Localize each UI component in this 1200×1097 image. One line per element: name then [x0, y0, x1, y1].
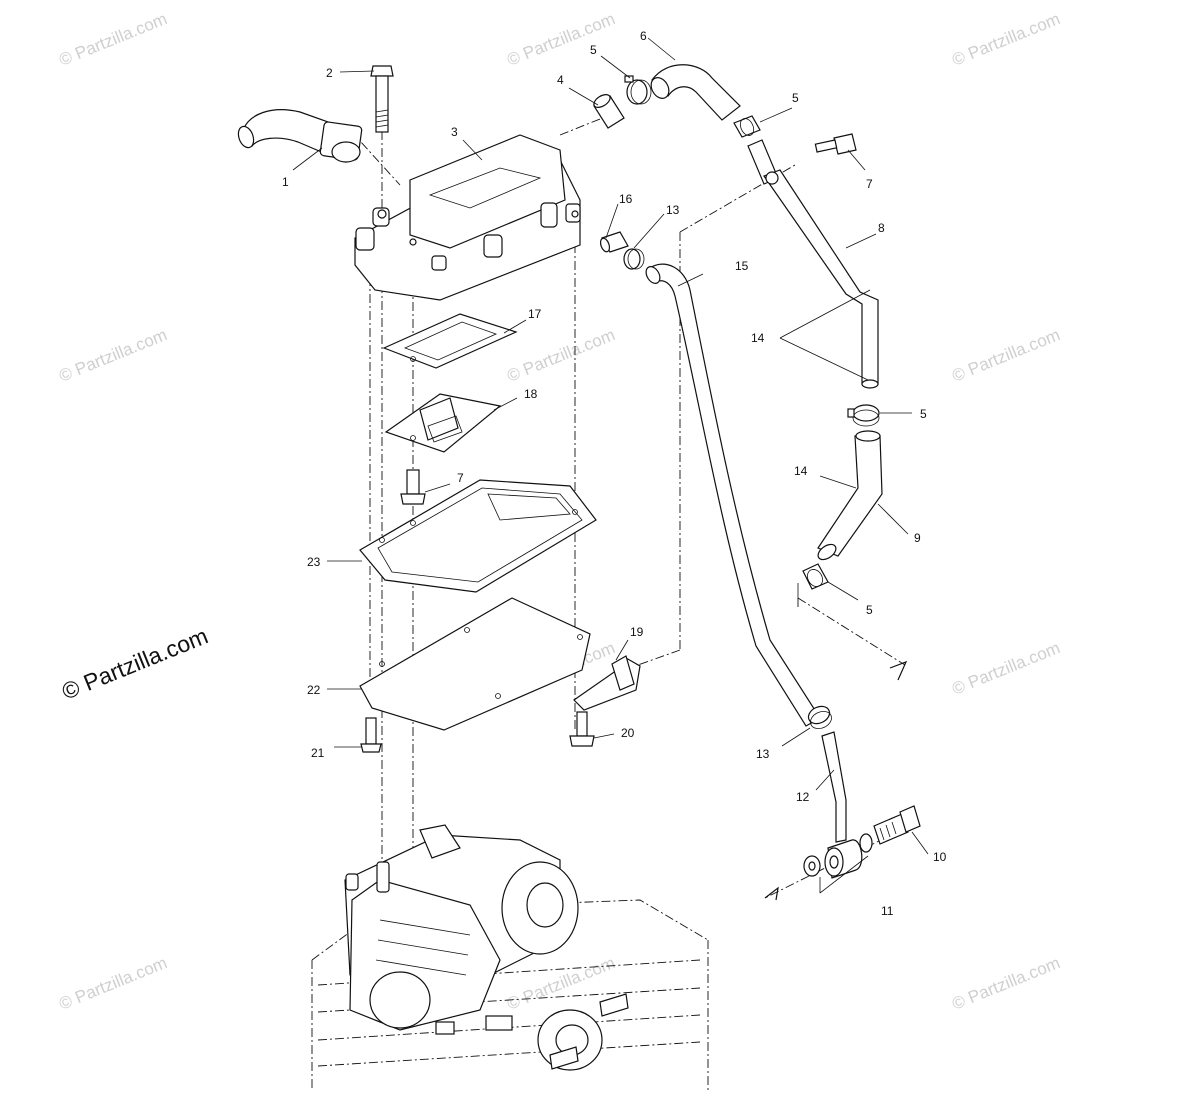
- callout-23: 23: [307, 555, 321, 569]
- callout-17: 17: [528, 307, 542, 321]
- part-13-clamp-a: [623, 248, 645, 270]
- part-5-clamp-c: [847, 404, 880, 427]
- part-2-bolt: [370, 65, 394, 133]
- callout-12: 12: [796, 790, 810, 804]
- callout-19: 19: [630, 625, 644, 639]
- part-17-gasket: [382, 313, 518, 369]
- part-11-washers-and-banjo: [803, 833, 873, 879]
- callout-5-c: 5: [920, 407, 927, 421]
- callout-21: 21: [311, 746, 325, 760]
- callout-13-a: 13: [666, 203, 680, 217]
- part-8-vent-tube: [747, 139, 879, 389]
- part-6-elbow-hose: [650, 64, 741, 121]
- callout-10: 10: [933, 850, 947, 864]
- part-23-gasket: [359, 479, 597, 593]
- watermark: © Partzilla.com: [504, 325, 617, 386]
- cylinder-head-assembly: [311, 824, 709, 1090]
- callout-6: 6: [640, 29, 647, 43]
- part-13-clamp-b: [807, 705, 832, 730]
- watermark: © Partzilla.com: [504, 9, 617, 70]
- part-3-head-cover: [354, 134, 581, 301]
- watermark: © Partzilla.com: [56, 953, 169, 1014]
- callout-9: 9: [914, 531, 921, 545]
- callout-14-b: 14: [794, 464, 808, 478]
- part-5-clamp-a: [624, 75, 652, 105]
- part-7-bolt-b: [400, 469, 426, 505]
- callout-8: 8: [878, 221, 885, 235]
- part-19-bracket: [573, 655, 641, 711]
- part-7-bolt-a: [814, 133, 857, 155]
- watermark-primary: © Partzilla.com: [58, 622, 211, 704]
- part-21-bolt: [360, 717, 382, 753]
- callout-4: 4: [557, 73, 564, 87]
- part-5-clamp-b: [733, 115, 761, 138]
- part-15-long-hose: [645, 263, 821, 727]
- watermark: © Partzilla.com: [949, 953, 1062, 1014]
- callout-7-b: 7: [457, 471, 464, 485]
- callout-22: 22: [307, 683, 321, 697]
- callout-18: 18: [524, 387, 538, 401]
- watermark: © Partzilla.com: [56, 9, 169, 70]
- callout-14-a: 14: [751, 331, 765, 345]
- callout-11: 11: [881, 904, 894, 918]
- watermark: © Partzilla.com: [949, 325, 1062, 386]
- callout-7-a: 7: [866, 177, 873, 191]
- part-9-elbow-hose: [817, 430, 883, 561]
- part-1-breather-pipe: [237, 109, 363, 163]
- watermark: © Partzilla.com: [56, 325, 169, 386]
- callout-20: 20: [621, 726, 635, 740]
- part-16-nipple: [599, 231, 629, 253]
- callout-5-d: 5: [866, 603, 873, 617]
- part-5-clamp-d: [802, 563, 829, 590]
- callout-labels: 1 2 3 4 5 5 5 5 6 7 7 8 9 10 11 12 13 13…: [282, 29, 947, 918]
- part-18-reed-plate: [384, 393, 502, 453]
- part-10-banjo-bolt: [873, 805, 921, 845]
- watermark: © Partzilla.com: [949, 9, 1062, 70]
- callout-3: 3: [451, 125, 458, 139]
- part-12-banjo-pipe: [821, 731, 847, 843]
- callout-16: 16: [619, 192, 633, 206]
- part-20-bolt: [569, 711, 595, 747]
- callout-5-a: 5: [590, 43, 597, 57]
- leader-lines: [292, 37, 929, 894]
- callout-15: 15: [735, 259, 749, 273]
- callout-1: 1: [282, 175, 289, 189]
- callout-2: 2: [326, 66, 333, 80]
- watermark: © Partzilla.com: [949, 638, 1062, 699]
- callout-5-b: 5: [792, 91, 799, 105]
- callout-13-b: 13: [756, 747, 770, 761]
- part-4-fitting: [593, 94, 625, 129]
- part-22-plate: [359, 597, 591, 731]
